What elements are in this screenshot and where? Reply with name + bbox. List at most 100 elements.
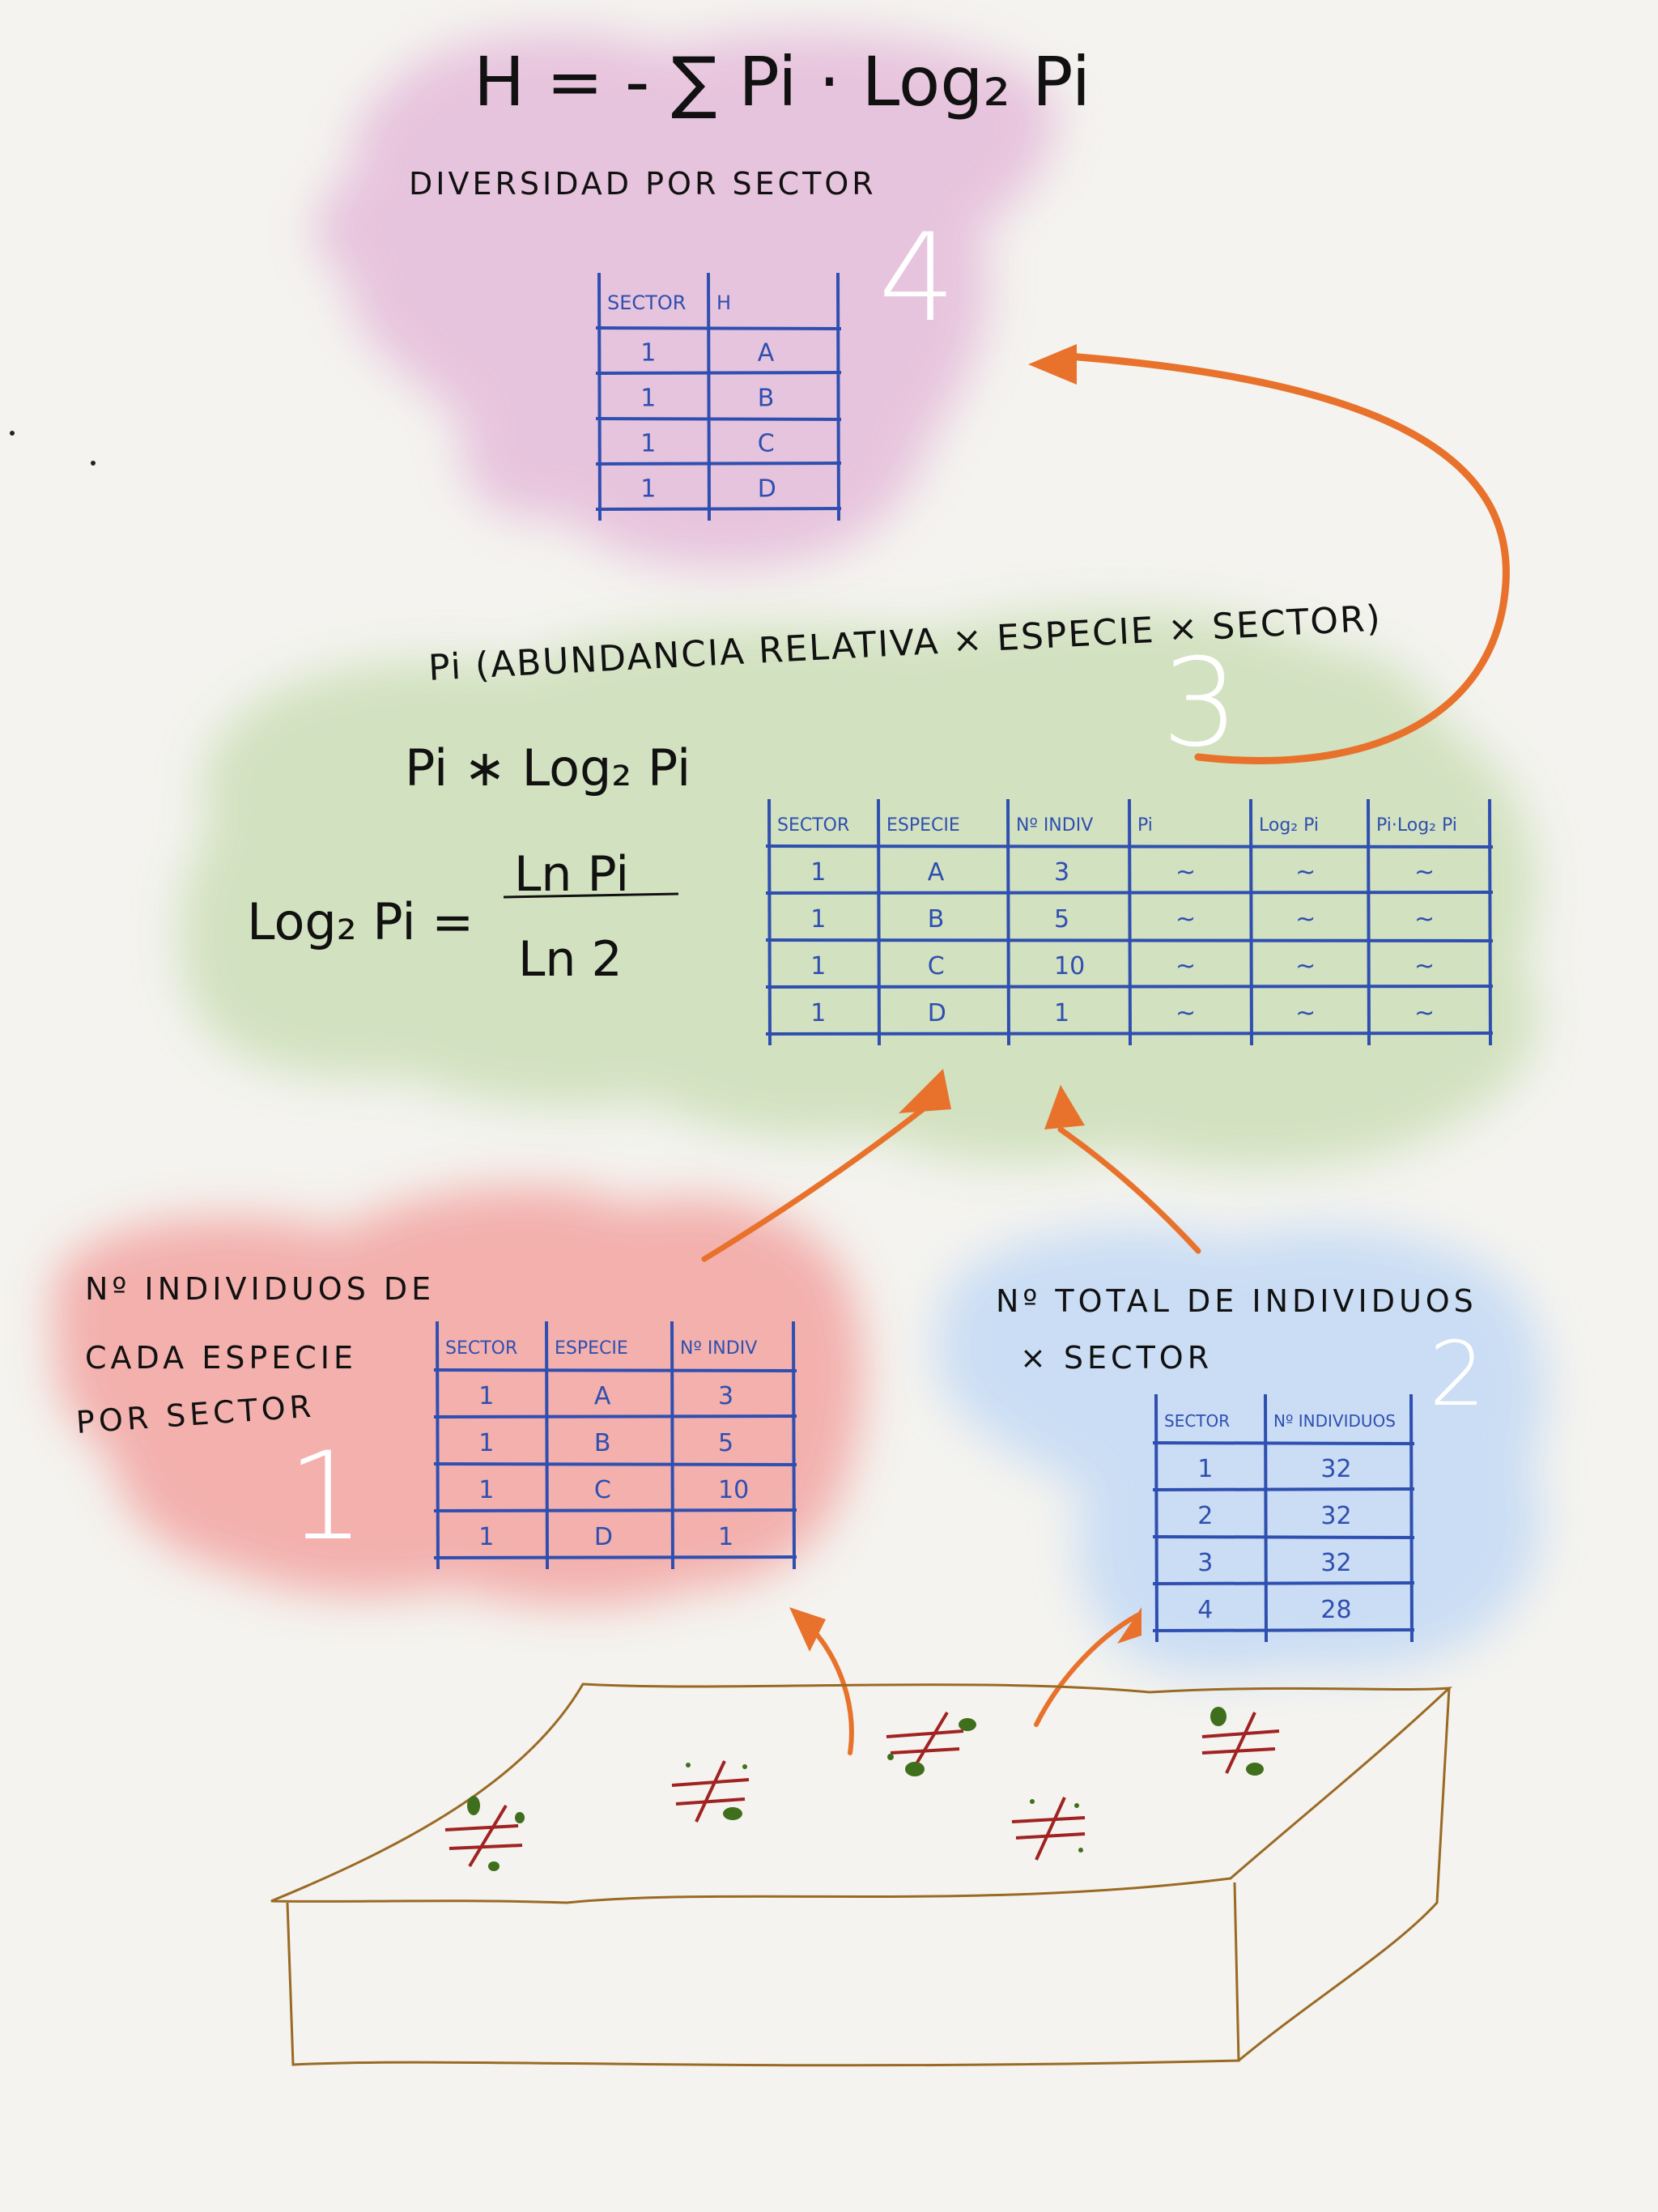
step1-number: 1 — [287, 1427, 364, 1568]
species-table-cell: A — [594, 1382, 611, 1410]
step1-caption-line1: Nº INDIVIDUOS DE — [85, 1271, 435, 1307]
pi-table-cell: ~ — [1414, 952, 1435, 981]
pi-table-cell: 10 — [1054, 952, 1085, 981]
h-table-row-line — [595, 507, 842, 511]
h-table-cell: 1 — [640, 384, 656, 412]
pi-table-cell: ~ — [1175, 999, 1196, 1027]
species-table-row-line — [433, 1414, 797, 1419]
plant-marker — [444, 1796, 525, 1871]
species-table-header-cell: SECTOR — [445, 1338, 517, 1359]
sector-table-cell: 32 — [1320, 1549, 1351, 1577]
arrowhead-1-to-3 — [899, 1069, 951, 1113]
h-table-cell: A — [758, 338, 775, 367]
pi-table-cell: 1 — [810, 905, 826, 934]
sector-table-cell: 4 — [1197, 1596, 1213, 1624]
pi-table-col-line — [1128, 798, 1132, 1046]
cloud-green — [178, 609, 1538, 1169]
stray-dot — [91, 461, 96, 466]
species-table-cell: 10 — [718, 1476, 749, 1504]
field-top — [270, 1682, 1453, 1904]
pi-table-cell: 1 — [810, 952, 826, 981]
pi-table-cell: ~ — [1295, 999, 1316, 1027]
arrow-2-to-3 — [1057, 1126, 1201, 1254]
step3-group: Pi (ABUNDANCIA RELATIVA × ESPECIE × SECT… — [247, 598, 1494, 1046]
pi-table-cell: ~ — [1414, 999, 1435, 1027]
h-table-cell: D — [758, 474, 776, 503]
pi-table-cell: C — [928, 952, 945, 981]
stray-dot — [10, 431, 15, 436]
plant-marker — [1201, 1707, 1280, 1776]
h-table-cell: C — [758, 429, 775, 457]
cloud-blue — [936, 1227, 1546, 1676]
h-table-cell: B — [758, 384, 775, 412]
species-table-cell: 1 — [478, 1429, 494, 1457]
sector-table-row-line — [1152, 1628, 1415, 1632]
h-table-row-line — [595, 462, 842, 466]
species-table-row-line — [433, 1462, 797, 1466]
h-table-row-line — [595, 326, 842, 330]
species-table-col-line — [545, 1321, 549, 1570]
plant-marker — [1011, 1797, 1086, 1861]
field-side — [1238, 1687, 1451, 2062]
plant-marker — [886, 1711, 976, 1776]
pi-table-cell: B — [928, 905, 945, 934]
h-table-col-line — [836, 272, 840, 521]
species-table-cell: D — [594, 1523, 613, 1551]
species-table-cell: 1 — [478, 1382, 494, 1410]
step4-caption: DIVERSIDAD POR SECTOR — [409, 166, 877, 202]
pi-table-col-line — [1249, 798, 1253, 1046]
sector-table-row-line — [1152, 1487, 1415, 1491]
plant-marker — [671, 1760, 750, 1823]
pi-table-cell: ~ — [1175, 952, 1196, 981]
species-table-cell: 1 — [478, 1476, 494, 1504]
cloud-red — [52, 1187, 864, 1606]
step2-caption-line2: × SECTOR — [1020, 1340, 1213, 1376]
log-lhs: Log₂ Pi = — [247, 892, 474, 951]
pi-table-col-line — [877, 798, 881, 1046]
step2-number: 2 — [1429, 1322, 1486, 1426]
pi-table-header-cell: ESPECIE — [886, 815, 960, 836]
species-table-col-line — [436, 1321, 440, 1570]
shannon-formula: H = - ∑ Pi · Log₂ Pi — [474, 42, 1090, 121]
h-table-cell: 1 — [640, 474, 656, 503]
pi-table-cell: 1 — [1054, 999, 1069, 1027]
pi-table-col-line — [1006, 798, 1010, 1046]
log-denominator: Ln 2 — [518, 931, 623, 988]
field-front — [286, 1882, 1240, 2067]
sector-table-cell: 28 — [1320, 1596, 1351, 1624]
pi-product-formula: Pi ∗ Log₂ Pi — [405, 738, 691, 798]
sector-table-col-line — [1154, 1393, 1158, 1643]
pi-table-cell: 5 — [1054, 905, 1069, 934]
step2-caption-line1: Nº TOTAL DE INDIVIDUOS — [996, 1283, 1477, 1319]
sector-table-row-line — [1152, 1441, 1415, 1445]
pi-table-header-cell: Pi·Log₂ Pi — [1376, 815, 1457, 836]
species-table-cell: C — [594, 1476, 611, 1504]
pi-table-header-cell: Pi — [1137, 815, 1153, 836]
pi-table-cell: A — [928, 858, 945, 887]
step2-group: Nº TOTAL DE INDIVIDUOS × SECTOR 2 SECTOR… — [996, 1283, 1486, 1643]
species-table-row-line — [433, 1368, 797, 1372]
pi-table-cell: ~ — [1414, 905, 1435, 934]
h-table-row-line — [595, 371, 842, 375]
sector-table-cell: 2 — [1197, 1502, 1213, 1530]
pi-table-cell: D — [928, 999, 946, 1027]
pi-table-cell: 1 — [810, 999, 826, 1027]
h-table-cell: 1 — [640, 338, 656, 367]
arrow-3-to-4 — [1065, 352, 1510, 765]
pi-table-col-line — [767, 798, 772, 1046]
step1-caption-line2: CADA ESPECIE — [85, 1340, 357, 1376]
field-block — [270, 1682, 1453, 2067]
pi-table-header-cell: Log₂ Pi — [1259, 815, 1319, 836]
species-table-cell: 1 — [478, 1523, 494, 1551]
arrowhead-3-to-4 — [1028, 344, 1077, 385]
species-table-col-line — [670, 1321, 674, 1570]
species-table-header-cell: ESPECIE — [555, 1338, 628, 1359]
log-numerator: Ln Pi — [514, 846, 629, 903]
pi-table-cell: ~ — [1414, 858, 1435, 887]
arrow-1-to-3 — [701, 1106, 926, 1262]
